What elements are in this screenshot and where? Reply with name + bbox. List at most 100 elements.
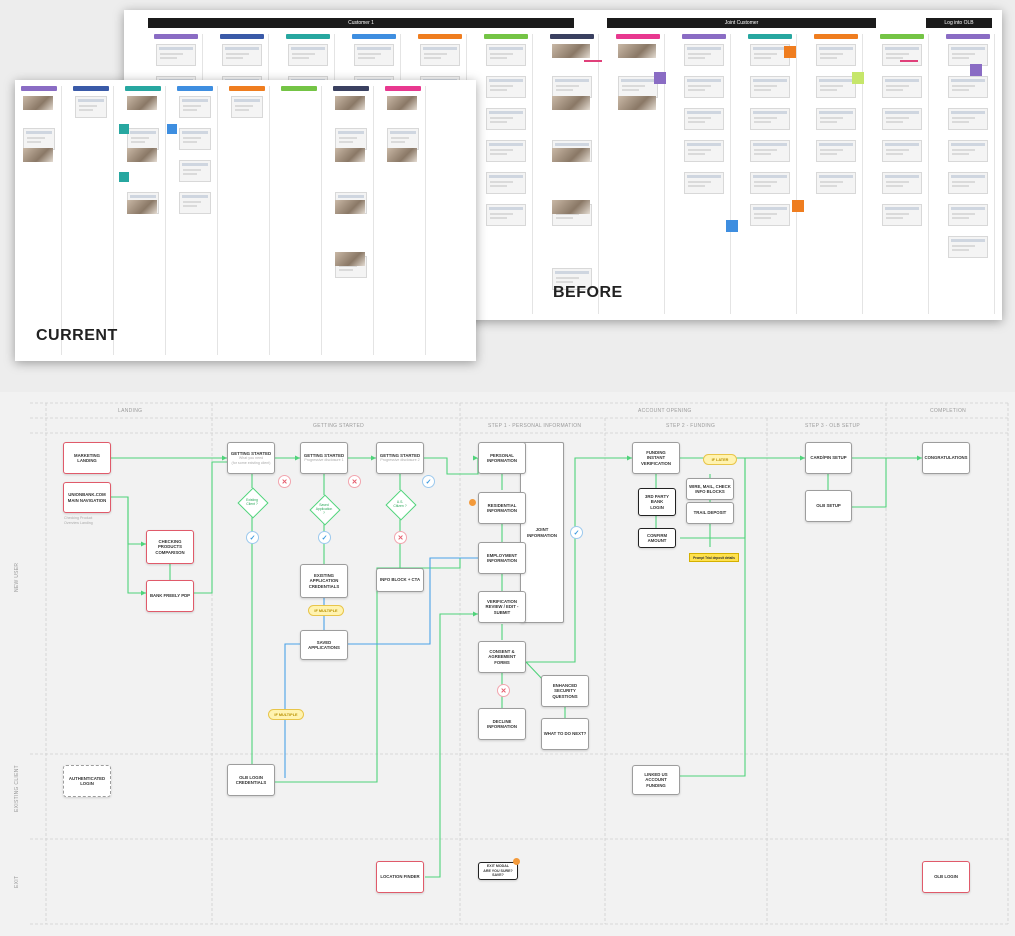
screen-thumbnail — [750, 172, 790, 194]
column-divider — [217, 86, 218, 355]
screen-thumbnail — [816, 44, 856, 66]
column-divider — [598, 34, 599, 314]
column-divider — [321, 86, 322, 355]
sticky-note — [726, 220, 738, 232]
before-header-joint: Joint Customer — [607, 18, 876, 28]
screen-thumbnail-photo — [552, 44, 590, 58]
screen-thumbnail — [354, 44, 394, 66]
screen-thumbnail-photo — [552, 200, 590, 214]
no-icon: ✕ — [348, 475, 361, 488]
column-divider — [664, 34, 665, 314]
node-olb-login-exit[interactable]: OLB LOGIN — [922, 861, 970, 893]
screen-thumbnail-photo — [335, 96, 365, 110]
node-location-finder[interactable]: LOCATION FINDER — [376, 861, 424, 893]
screen-thumbnail — [684, 44, 724, 66]
before-header-customer1: Customer 1 — [148, 18, 574, 28]
column-header-bar — [748, 34, 792, 39]
node-bank-freely-pdp[interactable]: BANK FREELY PDP — [146, 580, 194, 612]
screen-thumbnail-photo — [387, 96, 417, 110]
column-header-bar — [814, 34, 858, 39]
column-header-bar — [73, 86, 109, 91]
node-marketing-landing[interactable]: MARKETING LANDING — [63, 442, 111, 474]
screen-thumbnail — [816, 76, 856, 98]
node-congratulations[interactable]: CONGRATULATIONS — [922, 442, 970, 474]
column-header-bar — [229, 86, 265, 91]
screen-thumbnail — [23, 128, 55, 150]
notification-dot — [469, 499, 476, 506]
screen-thumbnail-photo — [387, 148, 417, 162]
screen-thumbnail — [288, 44, 328, 66]
screen-thumbnail — [882, 204, 922, 226]
decision-us-citizen-label: U.S.Citizen ? — [393, 500, 407, 509]
screen-thumbnail — [486, 204, 526, 226]
sticky-note — [167, 124, 177, 134]
screen-thumbnail-photo — [335, 200, 365, 214]
column-divider — [269, 86, 270, 355]
node-consent-agreement[interactable]: CONSENT &AGREEMENT FORMS — [478, 641, 526, 673]
sticky-note — [970, 64, 982, 76]
node-saved-applications[interactable]: SAVED APPLICATIONS — [300, 630, 348, 660]
before-arrow-2 — [900, 60, 918, 62]
screen-thumbnail — [948, 204, 988, 226]
before-header-olb: Log into OLB — [926, 18, 992, 28]
screen-thumbnail — [486, 108, 526, 130]
node-what-next[interactable]: WHAT TO DO NEXT? — [541, 718, 589, 750]
lane-exit: EXIT — [14, 875, 20, 888]
column-header-bar — [281, 86, 317, 91]
node-info-block[interactable]: INFO BLOCK + CTA — [376, 568, 424, 592]
lane-new-user: NEW USER — [14, 562, 20, 592]
tag-if-later: IF LATER — [703, 454, 737, 465]
screen-thumbnail — [486, 76, 526, 98]
screen-thumbnail — [948, 76, 988, 98]
notification-dot — [513, 858, 520, 865]
phase-account-opening: ACCOUNT OPENING — [638, 408, 692, 414]
screen-thumbnail — [882, 140, 922, 162]
screen-thumbnail — [222, 44, 262, 66]
screen-thumbnail — [179, 96, 211, 118]
screen-thumbnail — [882, 172, 922, 194]
before-arrow-1 — [584, 60, 602, 62]
column-header-bar — [682, 34, 726, 39]
sticky-note — [784, 46, 796, 58]
node-trial-deposit[interactable]: TRAIL DEPOSIT — [686, 502, 734, 524]
screen-thumbnail-photo — [618, 44, 656, 58]
lane-existing-client: EXISTING CLIENT — [14, 764, 20, 812]
screen-thumbnail — [552, 268, 592, 290]
node-olb-setup[interactable]: OLB SETUP — [805, 490, 852, 522]
phase-getting-started: GETTING STARTED — [313, 423, 364, 429]
screen-thumbnail — [618, 76, 658, 98]
screen-thumbnail — [816, 172, 856, 194]
node-card-pin-setup[interactable]: CARD/PIN SETUP — [805, 442, 852, 474]
column-header-bar — [418, 34, 462, 39]
screen-thumbnail-photo — [335, 148, 365, 162]
column-header-bar — [333, 86, 369, 91]
phase-step2: STEP 2 - FUNDING — [666, 423, 716, 429]
screen-thumbnail — [948, 44, 988, 66]
screen-thumbnail-photo — [127, 200, 157, 214]
screen-thumbnail — [948, 236, 988, 258]
column-divider — [113, 86, 114, 355]
